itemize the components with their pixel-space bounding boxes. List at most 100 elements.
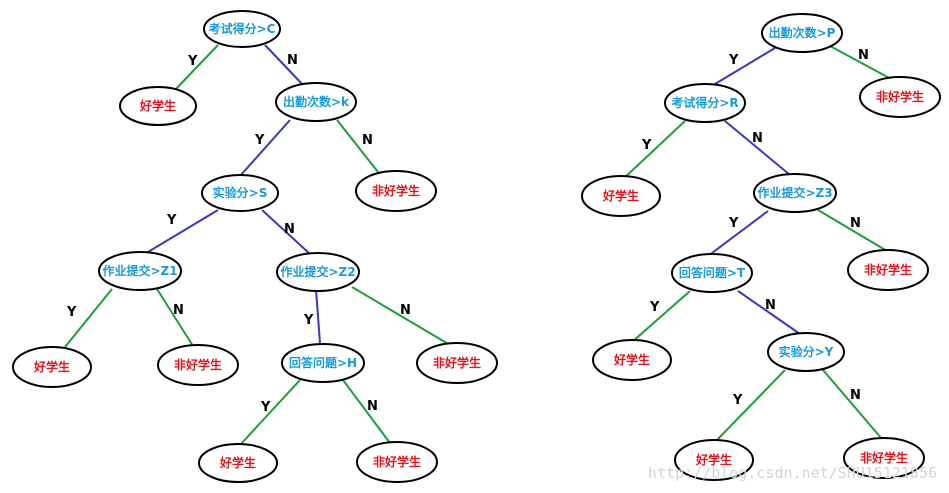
leaf-bad-student: 非好学生 — [843, 437, 925, 479]
node-answer-t: 回答问题>T — [671, 253, 753, 293]
svg-text:实验分>Y: 实验分>Y — [779, 344, 834, 359]
edge-label-yes: Y — [728, 53, 739, 68]
edge-label-no: N — [858, 48, 869, 63]
svg-text:好学生: 好学生 — [219, 455, 256, 470]
edge-label-yes: Y — [732, 393, 743, 408]
edge-label-yes: Y — [303, 313, 314, 328]
edge-r-homework-bad — [817, 209, 888, 252]
edge-label-no: N — [850, 388, 861, 403]
leaf-good-student: 好学生 — [119, 86, 197, 126]
edge-label-no: N — [400, 303, 411, 318]
svg-text:非好学生: 非好学生 — [860, 450, 908, 465]
edge-r-attendance-score — [709, 47, 776, 88]
svg-text:出勤次数>k: 出勤次数>k — [283, 94, 350, 109]
leaf-bad-student: 非好学生 — [847, 249, 929, 291]
right-tree-edges — [621, 45, 894, 443]
edge-label-no: N — [173, 303, 184, 318]
svg-text:非好学生: 非好学生 — [864, 262, 912, 277]
edge-experiment-z1 — [142, 209, 219, 256]
svg-text:作业提交>Z3: 作业提交>Z3 — [757, 185, 832, 200]
svg-text:好学生: 好学生 — [33, 359, 70, 374]
right-tree-nodes: 出勤次数>P 考试得分>R 作业提交>Z3 回答问题>T 实验分>Y 非好学生 … — [581, 13, 941, 481]
node-attendance-p: 出勤次数>P — [761, 13, 843, 53]
leaf-good-student: 好学生 — [581, 175, 661, 217]
leaf-bad-student: 非好学生 — [356, 441, 438, 483]
edge-label-yes: Y — [728, 216, 739, 231]
edge-z1-good — [64, 288, 113, 348]
svg-text:作业提交>Z1: 作业提交>Z1 — [102, 263, 177, 278]
leaf-bad-student: 非好学生 — [859, 76, 941, 118]
node-score-r: 考试得分>R — [664, 83, 746, 123]
right-tree-edge-labels: Y N Y N Y N Y N Y N — [641, 48, 869, 408]
edge-score-attendance — [264, 44, 304, 86]
svg-text:考试得分>C: 考试得分>C — [209, 21, 276, 36]
edge-z2-bad — [351, 286, 451, 346]
edge-label-yes: Y — [260, 400, 271, 415]
edge-r-answer-good — [631, 290, 691, 343]
left-tree-edge-labels: Y N Y N Y N Y N Y N Y N — [66, 53, 411, 415]
edge-experiment-z2 — [261, 209, 311, 255]
svg-text:非好学生: 非好学生 — [876, 89, 924, 104]
node-experiment-s: 实验分>S — [201, 174, 279, 212]
svg-text:回答问题>T: 回答问题>T — [679, 265, 746, 280]
leaf-bad-student: 非好学生 — [416, 342, 498, 384]
svg-text:实验分>S: 实验分>S — [213, 185, 268, 200]
edge-answer-good — [239, 379, 301, 446]
edge-attendance-experiment — [239, 119, 291, 177]
watermark-text: http://blog.csdn.net/SHU15121856 — [648, 464, 937, 482]
svg-text:出勤次数>P: 出勤次数>P — [769, 25, 836, 40]
svg-text:回答问题>H: 回答问题>H — [289, 355, 357, 370]
edge-answer-bad — [342, 379, 391, 444]
svg-text:非好学生: 非好学生 — [433, 355, 481, 370]
leaf-good-student: 好学生 — [198, 443, 278, 483]
svg-text:非好学生: 非好学生 — [373, 454, 421, 469]
edge-r-experiment-good — [714, 369, 786, 443]
left-tree-nodes: 考试得分>C 出勤次数>k 实验分>S 作业提交>Z1 作业提交>Z2 回答问题… — [12, 10, 498, 483]
edge-label-no: N — [752, 131, 763, 146]
left-tree-edges — [64, 44, 451, 446]
leaf-bad-student: 非好学生 — [355, 170, 437, 212]
node-experiment-y: 实验分>Y — [767, 332, 845, 372]
edge-label-no: N — [850, 216, 861, 231]
node-score-c: 考试得分>C — [203, 10, 281, 48]
edge-label-yes: Y — [66, 305, 77, 320]
node-attendance-k: 出勤次数>k — [275, 82, 357, 122]
svg-text:非好学生: 非好学生 — [372, 183, 420, 198]
edge-r-experiment-bad — [822, 369, 883, 440]
edge-label-no: N — [367, 399, 378, 414]
leaf-good-student: 好学生 — [12, 346, 92, 388]
svg-text:考试得分>R: 考试得分>R — [671, 95, 738, 110]
svg-text:好学生: 好学生 — [139, 98, 176, 113]
edge-r-attendance-bad — [829, 45, 894, 81]
leaf-good-student: 好学生 — [674, 439, 754, 481]
svg-text:好学生: 好学生 — [695, 452, 732, 467]
edge-attendance-bad — [336, 119, 379, 173]
edge-z2-answer — [315, 289, 321, 344]
edge-score-good — [174, 44, 219, 91]
edge-z1-bad — [156, 288, 194, 347]
svg-text:作业提交>Z2: 作业提交>Z2 — [280, 264, 355, 279]
edge-label-yes: Y — [649, 300, 660, 315]
leaf-good-student: 好学生 — [592, 339, 672, 381]
edge-label-yes: Y — [187, 54, 198, 69]
node-answer-h: 回答问题>H — [281, 343, 365, 383]
edge-r-answer-experiment — [737, 290, 801, 335]
edge-label-no: N — [362, 133, 373, 148]
node-homework-z3: 作业提交>Z3 — [753, 173, 837, 213]
node-homework-z2: 作业提交>Z2 — [276, 252, 360, 292]
edge-label-yes: Y — [641, 138, 652, 153]
edge-label-no: N — [765, 298, 776, 313]
edge-r-score-homework — [724, 120, 791, 176]
edge-label-yes: Y — [166, 213, 177, 228]
edge-label-no: N — [287, 53, 298, 68]
svg-text:非好学生: 非好学生 — [174, 357, 222, 372]
edge-label-yes: Y — [254, 133, 265, 148]
edge-r-homework-answer — [707, 210, 769, 257]
svg-text:好学生: 好学生 — [613, 352, 650, 367]
edge-label-no: N — [284, 222, 295, 237]
leaf-bad-student: 非好学生 — [157, 344, 239, 386]
svg-text:好学生: 好学生 — [602, 188, 639, 203]
node-homework-z1: 作业提交>Z1 — [98, 251, 182, 291]
edge-r-score-good — [621, 120, 686, 181]
